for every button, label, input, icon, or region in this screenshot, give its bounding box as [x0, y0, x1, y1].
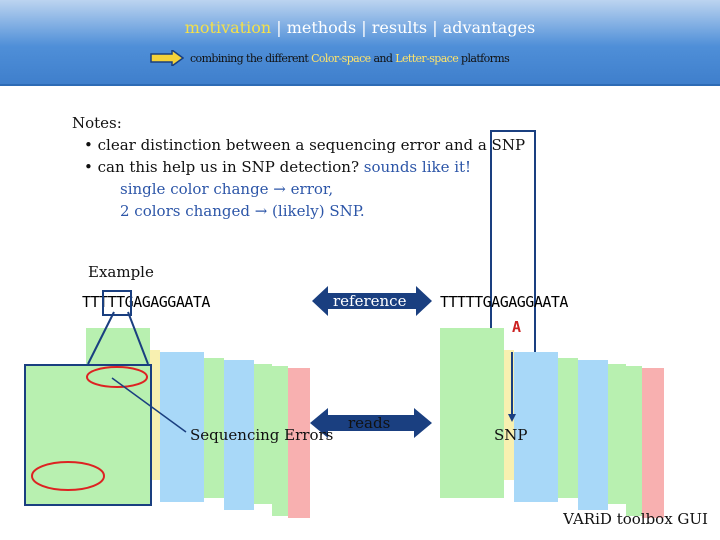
note-line-3: single color change → error, [120, 180, 334, 198]
footer-caption: VARiD toolbox GUI [563, 510, 708, 528]
reads-label: reads [348, 414, 391, 432]
section-nav: motivation | methods | results | advanta… [0, 18, 720, 37]
note-bullet-2: • can this help us in SNP detection? sou… [84, 158, 472, 176]
right-arrow-icon [150, 50, 184, 66]
snp-base: A [512, 318, 521, 336]
sequence-left: TTTTTGAGAGGAATA [82, 293, 210, 311]
error-ellipse [31, 461, 105, 491]
error-highlight-box [102, 290, 132, 316]
reads-arrow-icon [310, 408, 432, 438]
example-label: Example [88, 263, 154, 281]
header-banner: motivation | methods | results | advanta… [0, 0, 720, 86]
nav-separator: | [356, 18, 372, 37]
zoom-box [24, 364, 152, 506]
nav-advantages[interactable]: advantages [442, 18, 536, 37]
nav-motivation[interactable]: motivation [184, 18, 272, 37]
nav-methods[interactable]: methods [286, 18, 357, 37]
sequencing-errors-label: Sequencing Errors [190, 426, 334, 444]
subtitle: combining the different Color-space and … [190, 52, 510, 65]
reference-arrow-icon [312, 286, 432, 316]
notes-heading: Notes: [72, 114, 122, 132]
error-marker-ellipse [86, 366, 148, 388]
note-bullet-1: • clear distinction between a sequencing… [84, 136, 526, 154]
notes-block: Notes: • clear distinction between a seq… [72, 112, 525, 222]
nav-separator: | [271, 18, 287, 37]
reference-label: reference [333, 292, 407, 310]
nav-results[interactable]: results [371, 18, 428, 37]
note-line-4: 2 colors changed → (likely) SNP. [120, 202, 365, 220]
nav-separator: | [427, 18, 443, 37]
sequence-right: TTTTTGAGAGGAATA [440, 293, 568, 311]
snp-label: SNP [494, 426, 528, 444]
